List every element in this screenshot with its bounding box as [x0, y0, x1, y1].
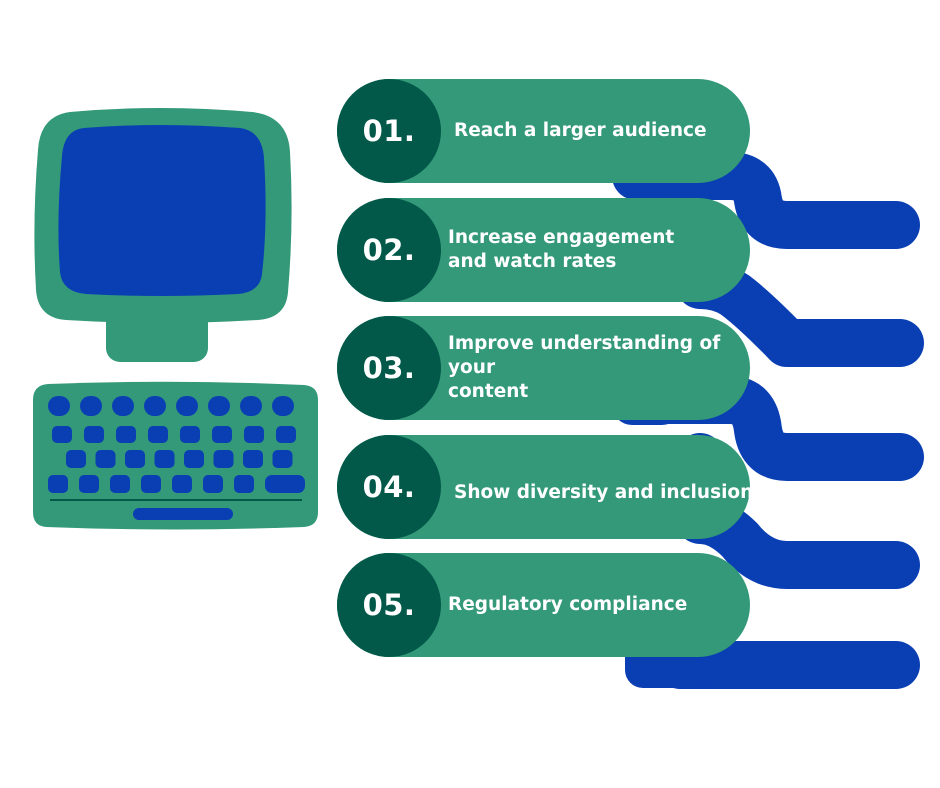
keyboard-key: [265, 475, 305, 493]
connector-line-3: [616, 376, 924, 481]
monitor-icon: [34, 108, 292, 362]
keyboard-key: [208, 396, 230, 416]
keyboard-key: [272, 450, 293, 468]
keyboard-key: [234, 475, 254, 493]
step-number-badge: 01.: [337, 79, 441, 183]
step-item-1: 01. Reach a larger audience: [337, 79, 750, 183]
keyboard-key: [66, 450, 86, 468]
keyboard-keys: [48, 396, 305, 493]
keyboard-key: [110, 475, 130, 493]
step-text: Improve understanding of your content: [448, 333, 721, 402]
keyboard-key: [203, 475, 223, 493]
step-number-badge: 03.: [337, 316, 441, 420]
keyboard-key: [212, 426, 232, 443]
keyboard-icon: [33, 381, 318, 530]
step-number-badge: 02.: [337, 198, 441, 302]
keyboard-key: [243, 450, 263, 468]
step-item-5: 05. Regulatory compliance: [337, 553, 750, 657]
step-number: 03.: [362, 351, 416, 385]
step-number-badge: 04.: [337, 435, 441, 539]
keyboard-key: [172, 475, 192, 493]
step-number: 02.: [362, 233, 416, 267]
keyboard-key: [180, 426, 200, 443]
step-item-4: 04. Show diversity and inclusion: [337, 435, 753, 539]
keyboard-key: [116, 426, 136, 443]
step-number: 05.: [362, 588, 416, 622]
keyboard-key: [272, 396, 294, 416]
step-text: Increase engagement and watch rates: [448, 227, 675, 272]
keyboard-key: [48, 475, 68, 493]
keyboard-key: [244, 426, 264, 443]
step-number: 04.: [362, 470, 416, 504]
step-text: Reach a larger audience: [454, 120, 707, 141]
keyboard-key: [48, 396, 70, 416]
connector-line-1: [616, 152, 920, 249]
keyboard-key: [213, 450, 234, 468]
step-item-2: 02. Increase engagement and watch rates: [337, 198, 750, 302]
keyboard-key: [276, 426, 296, 443]
keyboard-key: [240, 396, 262, 416]
keyboard-key: [52, 426, 72, 443]
keyboard-spacebar: [133, 508, 233, 520]
step-text: Regulatory compliance: [448, 594, 688, 615]
keyboard-key: [154, 450, 175, 468]
keyboard-key: [79, 475, 99, 493]
monitor-screen: [58, 125, 266, 296]
step-number-badge: 05.: [337, 553, 441, 657]
step-number: 01.: [362, 114, 416, 148]
keyboard-key: [95, 450, 116, 468]
computer-illustration: [33, 108, 318, 530]
step-text: Show diversity and inclusion: [454, 482, 754, 503]
keyboard-key: [176, 396, 198, 416]
keyboard-key: [148, 426, 168, 443]
keyboard-key: [112, 396, 134, 416]
keyboard-key: [144, 396, 166, 416]
keyboard-key: [80, 396, 102, 416]
step-item-3: 03. Improve understanding of your conten…: [337, 316, 750, 420]
keyboard-key: [184, 450, 204, 468]
keyboard-key: [141, 475, 161, 493]
keyboard-key: [84, 426, 104, 443]
keyboard-key: [125, 450, 145, 468]
